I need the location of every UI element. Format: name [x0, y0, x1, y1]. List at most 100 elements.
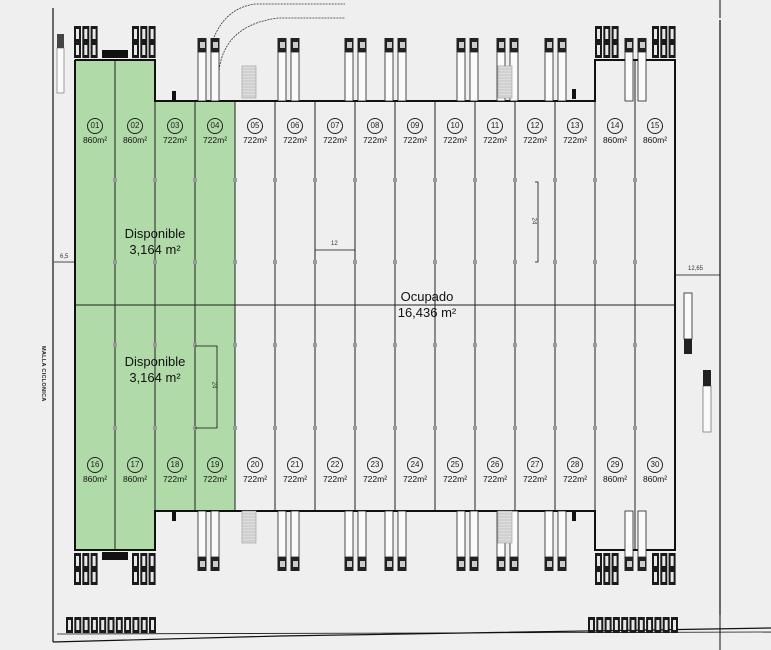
structural-column: [553, 343, 557, 347]
unit-cell-20: [234, 304, 276, 512]
parking-space-mark: [84, 29, 88, 39]
unit-number-07: 07: [327, 118, 343, 134]
unit-area-18: 722m²: [162, 474, 188, 484]
truck-top-cab-window: [640, 42, 645, 48]
truck-top-trailer: [277, 51, 287, 102]
unit-number-06: 06: [287, 118, 303, 134]
parking-space-mark: [92, 556, 96, 566]
parking-space-mark: [597, 556, 600, 566]
parking-space-mark: [76, 556, 79, 566]
structural-column: [273, 260, 277, 264]
unit-area-03: 722m²: [162, 135, 188, 145]
structural-column: [353, 426, 357, 430]
structural-column: [113, 260, 117, 264]
bollard: [172, 91, 176, 101]
structural-column: [153, 426, 157, 430]
parking-space-mark: [76, 45, 79, 55]
unit-area-26: 722m²: [482, 474, 508, 484]
parking-space-mark: [605, 572, 609, 582]
unit-area-06: 722m²: [282, 135, 308, 145]
unit-area-15: 860m²: [642, 135, 668, 145]
structural-column: [153, 178, 157, 182]
structural-column: [193, 343, 197, 347]
structural-column: [433, 426, 437, 430]
unit-number-09: 09: [407, 118, 423, 134]
dimension-left-setback: 6,5: [60, 254, 69, 260]
parking-space-mark: [662, 29, 666, 39]
unit-area-13: 722m²: [562, 135, 588, 145]
parked-trailer-left: [56, 47, 65, 94]
structural-column: [193, 178, 197, 182]
parking-space-mark: [68, 620, 71, 630]
structural-column: [633, 178, 637, 182]
parking-space-mark: [109, 620, 113, 630]
structural-column: [593, 426, 597, 430]
gatehouse-top: [102, 50, 128, 58]
unit-area-02: 860m²: [122, 135, 148, 145]
parking-space-mark: [92, 572, 96, 582]
parking-space-mark: [84, 572, 88, 582]
unit-cell-30: [634, 304, 676, 551]
zone-title: Ocupado: [400, 289, 454, 304]
parking-space-mark: [623, 620, 627, 630]
unit-area-20: 722m²: [242, 474, 268, 484]
structural-column: [473, 343, 477, 347]
truck-top-cab-window: [400, 42, 405, 48]
unit-area-09: 722m²: [402, 135, 428, 145]
structural-column: [353, 343, 357, 347]
parking-space-mark: [150, 572, 154, 582]
truck-top-cab-window: [547, 42, 552, 48]
parking-space-mark: [613, 45, 617, 55]
truck-bottom-trailer: [357, 510, 367, 558]
unit-area-25: 722m²: [442, 474, 468, 484]
structural-column: [473, 260, 477, 264]
truck-bottom-cab-window: [360, 561, 365, 567]
truck-bottom-cab-window: [512, 561, 517, 567]
unit-number-28: 28: [567, 457, 583, 473]
unit-cell-16: [74, 304, 116, 551]
truck-bottom-cab-window: [499, 561, 504, 567]
unit-area-27: 722m²: [522, 474, 548, 484]
parking-space-mark: [142, 620, 146, 630]
unit-cell-23: [354, 304, 396, 512]
parking-space-mark: [76, 572, 79, 582]
truck-top-cab-window: [360, 42, 365, 48]
unit-number-15: 15: [647, 118, 663, 134]
unit-area-04: 722m²: [202, 135, 228, 145]
parking-space-mark: [142, 45, 146, 55]
truck-top-trailer: [290, 51, 300, 102]
parking-space-mark: [597, 45, 600, 55]
truck-bottom-trailer: [290, 510, 300, 558]
unit-number-01: 01: [87, 118, 103, 134]
parking-space-mark: [670, 29, 674, 39]
structural-column: [633, 426, 637, 430]
parking-space-mark: [598, 620, 602, 630]
truck-top-cab-window: [293, 42, 298, 48]
unit-number-22: 22: [327, 457, 343, 473]
unit-area-29: 860m²: [602, 474, 628, 484]
parking-space-mark: [613, 556, 617, 566]
truck-bottom-cab-window: [627, 561, 632, 567]
parking-space-mark: [150, 29, 154, 39]
unit-area-10: 722m²: [442, 135, 468, 145]
structural-column: [273, 178, 277, 182]
structural-column: [153, 343, 157, 347]
unit-area-08: 722m²: [362, 135, 388, 145]
truck-bottom-trailer: [344, 510, 354, 558]
parking-space-mark: [126, 620, 130, 630]
parking-space-mark: [150, 556, 154, 566]
zone-area: 3,164 m²: [129, 242, 181, 257]
unit-cell-11: [474, 100, 516, 306]
parking-space-mark: [101, 620, 105, 630]
unit-cell-09: [394, 100, 436, 306]
unit-number-27: 27: [527, 457, 543, 473]
building-outline: [74, 59, 676, 551]
unit-cell-28: [554, 304, 596, 512]
parking-space-mark: [605, 556, 609, 566]
parked-cab-right-2: [703, 370, 711, 386]
parking-space-mark: [84, 620, 88, 630]
parking-space-mark: [134, 572, 137, 582]
structural-column: [113, 178, 117, 182]
truck-bottom-trailer: [469, 510, 479, 558]
truck-top-cab-window: [280, 42, 285, 48]
